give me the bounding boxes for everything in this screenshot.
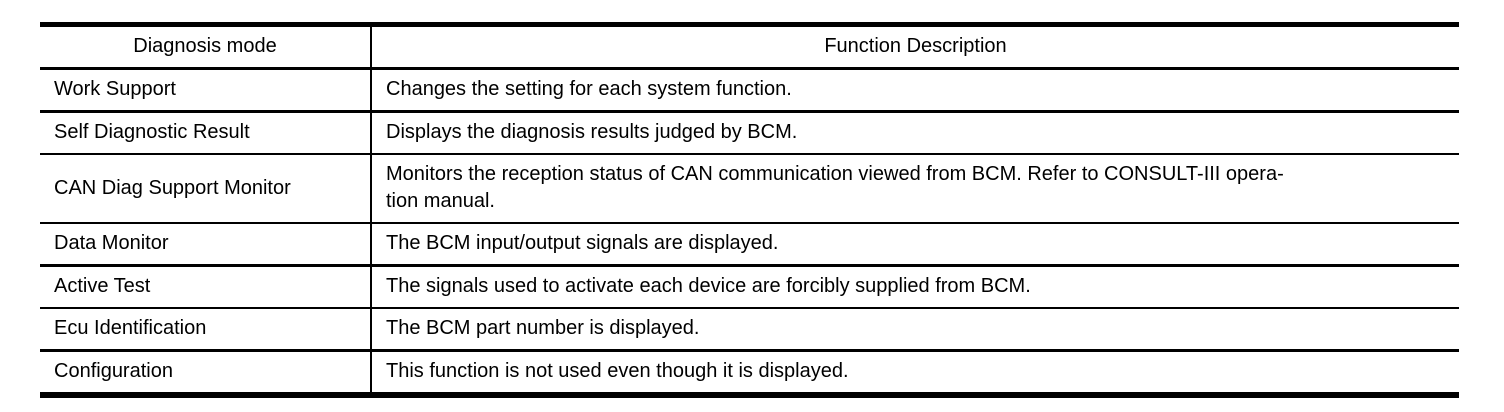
table-row-data-monitor: Data Monitor The BCM input/output signal… <box>40 222 1459 266</box>
header-diagnosis-mode: Diagnosis mode <box>40 24 372 69</box>
diagnosis-mode-cell: Configuration <box>40 349 372 395</box>
header-row: Diagnosis mode Function Description <box>40 24 1459 69</box>
function-description-cell: Changes the setting for each system func… <box>371 67 1459 112</box>
function-description-cell: Displays the diagnosis results judged by… <box>371 110 1459 154</box>
diagnosis-mode-cell: CAN Diag Support Monitor <box>40 153 372 223</box>
function-description-cell: The signals used to activate each device… <box>371 264 1459 308</box>
table-row-configuration: Configuration This function is not used … <box>40 349 1459 395</box>
table-row-ecu-identification: Ecu Identification The BCM part number i… <box>40 307 1459 351</box>
function-description-cell: This function is not used even though it… <box>371 349 1459 395</box>
manual-page: Diagnosis mode Function Description Work… <box>40 22 1459 398</box>
diagnosis-mode-cell: Active Test <box>40 264 372 308</box>
diagnosis-mode-cell: Self Diagnostic Result <box>40 110 372 154</box>
function-description-cell: Monitors the reception status of CAN com… <box>371 153 1459 223</box>
diagnosis-mode-cell: Data Monitor <box>40 222 372 266</box>
table-row-work-support: Work Support Changes the setting for eac… <box>40 67 1459 112</box>
header-function-description: Function Description <box>824 35 1007 57</box>
table-row-active-test: Active Test The signals used to activate… <box>40 264 1459 308</box>
table-row-self-diagnostic-result: Self Diagnostic Result Displays the diag… <box>40 110 1459 154</box>
diagnosis-mode-cell: Work Support <box>40 67 372 112</box>
table-row-can-diag-support-monitor: CAN Diag Support Monitor Monitors the re… <box>40 153 1459 223</box>
diagnosis-function-table: Diagnosis mode Function Description Work… <box>40 22 1459 398</box>
function-description-cell: The BCM part number is displayed. <box>371 307 1459 351</box>
function-description-cell: The BCM input/output signals are display… <box>371 222 1459 266</box>
diagnosis-mode-cell: Ecu Identification <box>40 307 372 351</box>
